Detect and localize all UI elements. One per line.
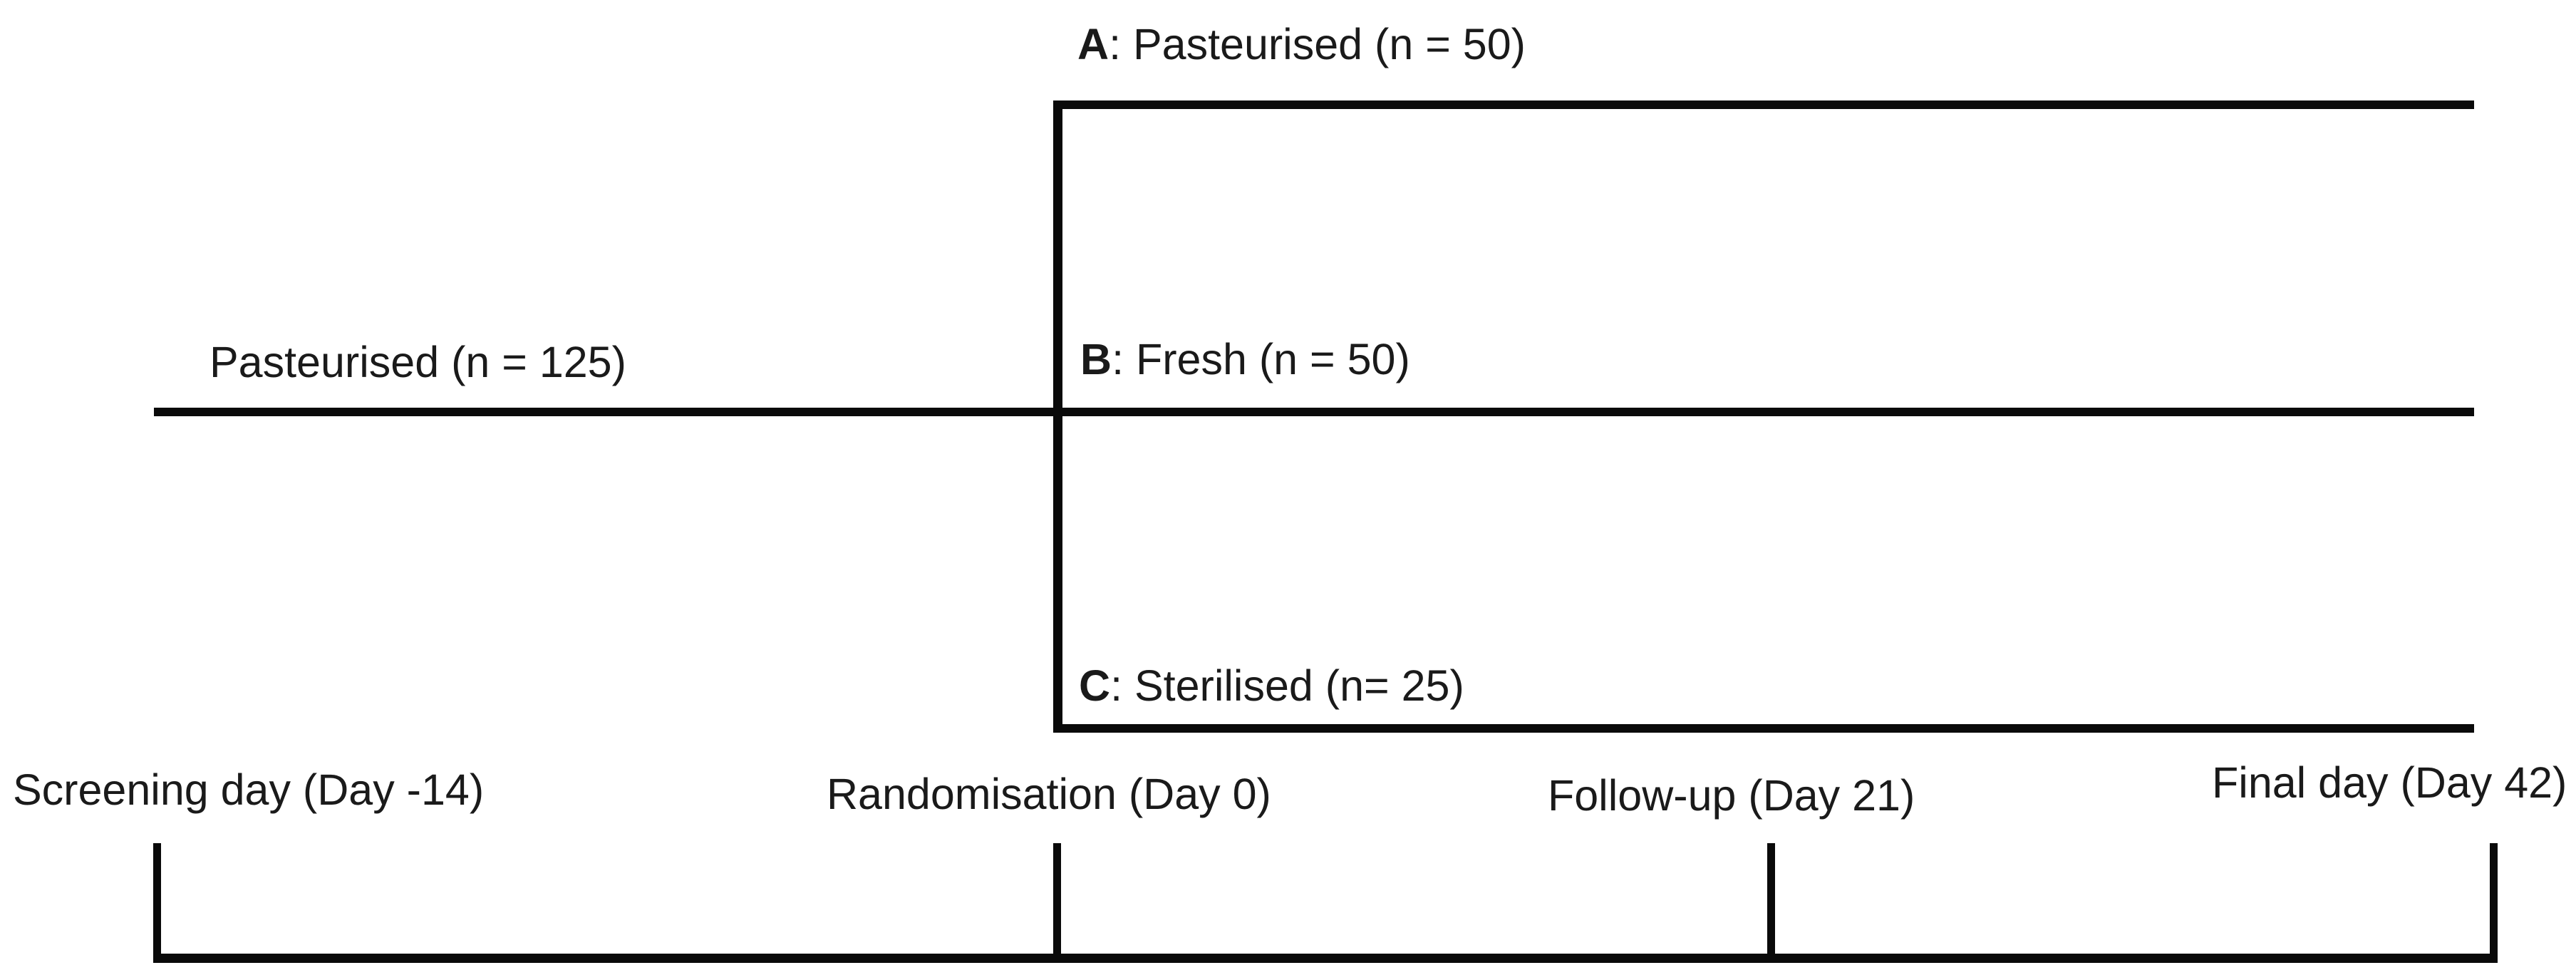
arm-b-letter: B bbox=[1080, 335, 1112, 383]
timeline-tick-randomisation bbox=[1053, 843, 1061, 954]
arm-a-text: : Pasteurised (n = 50) bbox=[1109, 20, 1526, 68]
arm-c-line bbox=[1053, 724, 2474, 733]
arm-c-letter: C bbox=[1079, 661, 1111, 710]
arm-c-label: C: Sterilised (n= 25) bbox=[1079, 660, 1464, 712]
timeline-axis bbox=[153, 954, 2498, 963]
timeline-tick-screening bbox=[153, 843, 161, 954]
timeline-tick-finalday bbox=[2490, 843, 2498, 954]
arm-b-text: : Fresh (n = 50) bbox=[1112, 335, 1410, 383]
trunk-and-arm-b-line bbox=[154, 408, 2474, 416]
arm-a-line bbox=[1053, 100, 2474, 109]
timeline-label-randomisation: Randomisation (Day 0) bbox=[827, 770, 1271, 818]
arm-c-text: : Sterilised (n= 25) bbox=[1110, 661, 1464, 710]
timeline-label-finalday: Final day (Day 42) bbox=[2212, 758, 2567, 807]
arm-b-label: B: Fresh (n = 50) bbox=[1080, 334, 1410, 386]
arm-a-letter: A bbox=[1077, 20, 1109, 68]
timeline-label-screening: Screening day (Day -14) bbox=[13, 765, 485, 814]
trunk-label: Pasteurised (n = 125) bbox=[210, 338, 626, 386]
timeline-label-followup: Follow-up (Day 21) bbox=[1548, 771, 1915, 820]
randomisation-branch-line bbox=[1053, 100, 1062, 733]
timeline-tick-followup bbox=[1767, 843, 1775, 954]
arm-a-label: A: Pasteurised (n = 50) bbox=[1077, 19, 1526, 71]
